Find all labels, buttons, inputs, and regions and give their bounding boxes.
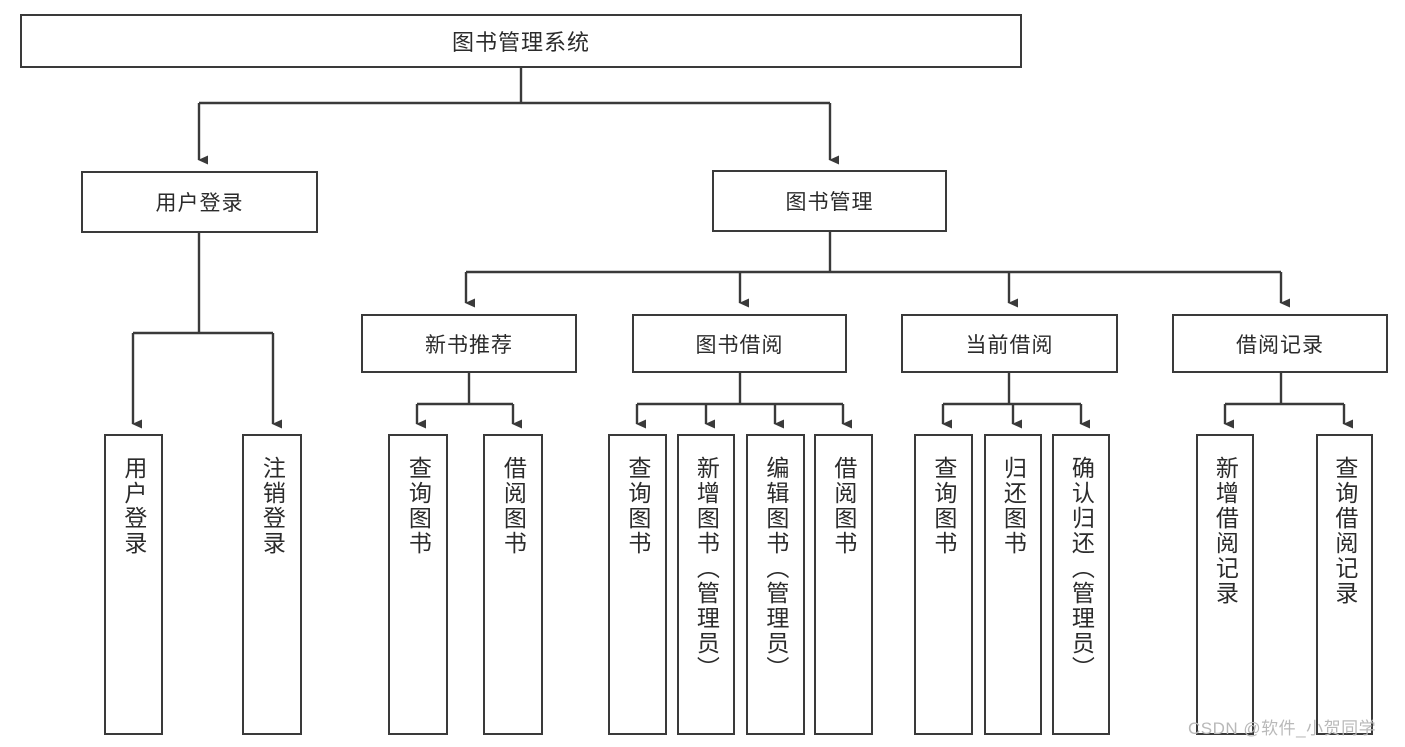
node-book-borrow-label: 图书借阅	[695, 333, 784, 357]
node-book-borrow[interactable]: 图书借阅	[632, 314, 847, 373]
leaf-label: 新增图书（管理员）	[693, 456, 720, 681]
leaf-book-borrow-query-book[interactable]: 查询图书	[608, 434, 667, 735]
leaf-new-book-borrow-book[interactable]: 借阅图书	[483, 434, 543, 735]
node-new-book-recommend-label: 新书推荐	[425, 333, 513, 357]
leaf-label: 用户登录	[120, 456, 147, 556]
leaf-label: 借阅图书	[500, 456, 527, 556]
leaf-book-borrow-add-book-admin[interactable]: 新增图书（管理员）	[677, 434, 735, 735]
leaf-label: 借阅图书	[830, 456, 857, 556]
leaf-borrow-record-add-record[interactable]: 新增借阅记录	[1196, 434, 1254, 735]
node-borrow-record[interactable]: 借阅记录	[1172, 314, 1388, 373]
leaf-label: 新增借阅记录	[1212, 456, 1239, 606]
leaf-label: 编辑图书（管理员）	[762, 456, 789, 681]
leaf-label: 查询图书	[405, 456, 432, 556]
leaf-label: 注销登录	[259, 456, 286, 556]
node-book-management-label: 图书管理	[785, 191, 874, 214]
leaf-current-borrow-query-book[interactable]: 查询图书	[914, 434, 973, 735]
leaf-current-borrow-return-book[interactable]: 归还图书	[984, 434, 1042, 735]
node-user-login-label: 用户登录	[155, 192, 244, 215]
leaf-user-login-logout[interactable]: 注销登录	[242, 434, 302, 735]
leaf-label: 确认归还（管理员）	[1068, 456, 1095, 681]
node-current-borrow[interactable]: 当前借阅	[901, 314, 1118, 373]
node-root-label: 图书管理系统	[451, 30, 590, 55]
node-new-book-recommend[interactable]: 新书推荐	[361, 314, 577, 373]
node-user-login[interactable]: 用户登录	[81, 171, 318, 233]
leaf-label: 查询图书	[930, 456, 957, 556]
leaf-label: 查询图书	[624, 456, 651, 556]
leaf-new-book-query-book[interactable]: 查询图书	[388, 434, 448, 735]
node-borrow-record-label: 借阅记录	[1236, 333, 1324, 357]
node-root-system[interactable]: 图书管理系统	[20, 14, 1022, 68]
leaf-book-borrow-edit-book-admin[interactable]: 编辑图书（管理员）	[746, 434, 805, 735]
node-book-management[interactable]: 图书管理	[712, 170, 947, 232]
leaf-book-borrow-borrow-book[interactable]: 借阅图书	[814, 434, 873, 735]
node-current-borrow-label: 当前借阅	[965, 333, 1054, 357]
csdn-watermark: CSDN @软件_小贺同学	[1188, 719, 1377, 738]
leaf-label: 查询借阅记录	[1331, 456, 1358, 606]
leaf-borrow-record-query-record[interactable]: 查询借阅记录	[1316, 434, 1373, 735]
leaf-label: 归还图书	[1000, 456, 1027, 556]
leaf-user-login-login[interactable]: 用户登录	[104, 434, 163, 735]
leaf-current-borrow-confirm-return-admin[interactable]: 确认归还（管理员）	[1052, 434, 1110, 735]
